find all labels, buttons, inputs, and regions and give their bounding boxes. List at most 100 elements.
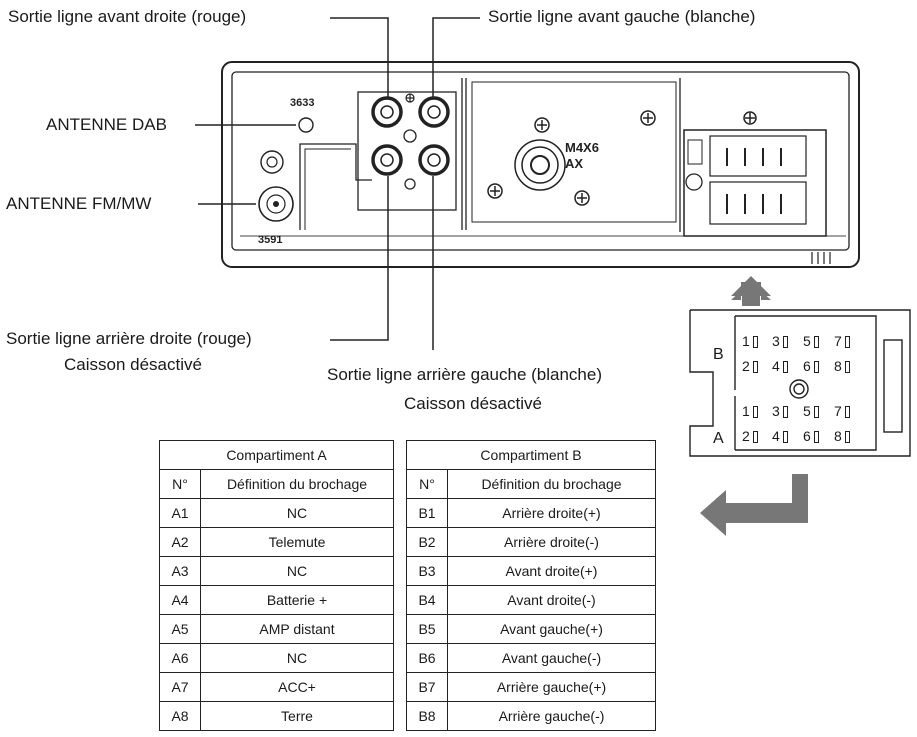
table-b-col-num: N°: [406, 469, 448, 499]
table-a-title: Compartiment A: [159, 440, 394, 470]
pin-definition: Telemute: [200, 527, 394, 557]
pin-number: B2: [406, 527, 448, 557]
connector-pin-number: 4: [772, 358, 780, 374]
pin-slot-icon: [753, 431, 758, 443]
arrow-left-icon: [700, 474, 808, 536]
connector-pin-number: 6: [803, 428, 811, 444]
pin-slot-icon: [814, 431, 819, 443]
unit-housing: [221, 61, 860, 268]
pin-number: B4: [406, 585, 448, 615]
connector-pin-number: 2: [742, 358, 750, 374]
unit-inner-frame: [231, 71, 850, 251]
pin-definition: Avant droite(-): [447, 585, 656, 615]
table-compartment-b: Compartiment B N° Définition du brochage…: [406, 440, 656, 731]
table-b-col-def: Définition du brochage: [447, 469, 656, 499]
connector-pin-number: 3: [772, 333, 780, 349]
table-a-col-num: N°: [159, 469, 201, 499]
block-a-letter: A: [713, 430, 724, 447]
label-fm: ANTENNE FM/MW: [6, 194, 152, 213]
pin-definition: AMP distant: [200, 614, 394, 644]
table-b-title: Compartiment B: [406, 440, 656, 470]
connector-pin-number: 7: [834, 333, 842, 349]
pin-slot-icon: [783, 336, 788, 348]
pin-definition: Arrière droite(-): [447, 527, 656, 557]
pin-number: A6: [159, 643, 201, 673]
pin-slot-icon: [845, 361, 850, 373]
pin-slot-icon: [814, 361, 819, 373]
pin-definition: ACC+: [200, 672, 394, 702]
connector-pin-number: 1: [742, 403, 750, 419]
connector-pin-number: 1: [742, 333, 750, 349]
screw-icons: [487, 110, 757, 206]
pin-definition: NC: [200, 498, 394, 528]
pin-definition: NC: [200, 556, 394, 586]
connector-pin-number: 8: [834, 358, 842, 374]
rca-block: [357, 91, 457, 211]
pin-number: A3: [159, 556, 201, 586]
pin-number: B6: [406, 643, 448, 673]
dab-antenna-jack: [298, 117, 314, 133]
pin-number: A4: [159, 585, 201, 615]
label-front-left: Sortie ligne avant gauche (blanche): [488, 7, 756, 26]
pin-slot-icon: [814, 336, 819, 348]
pin-number: B1: [406, 498, 448, 528]
connector-pin-number: 8: [834, 428, 842, 444]
connector-pin-number: 6: [803, 358, 811, 374]
connector-pin-number: 5: [803, 333, 811, 349]
pin-slot-icon: [783, 406, 788, 418]
label-front-right: Sortie ligne avant droite (rouge): [8, 7, 247, 26]
pin-slot-icon: [845, 336, 850, 348]
pin-definition: Arrière droite(+): [447, 498, 656, 528]
callout-lines: [195, 17, 480, 350]
table-a-col-def: Définition du brochage: [200, 469, 394, 499]
pin-definition: Arrière gauche(-): [447, 701, 656, 731]
pin-definition: Terre: [200, 701, 394, 731]
pin-slot-icon: [753, 336, 758, 348]
iso-connector: [683, 129, 827, 237]
pin-slot-icon: [845, 406, 850, 418]
pin-number: A8: [159, 701, 201, 731]
connector-pin-number: 7: [834, 403, 842, 419]
connector-pin-number: 5: [803, 403, 811, 419]
label-rear-right: Sortie ligne arrière droite (rouge): [6, 329, 252, 348]
pin-number: B8: [406, 701, 448, 731]
pin-slot-icon: [753, 406, 758, 418]
fm-antenna-jack: [258, 186, 294, 222]
pin-number: B5: [406, 614, 448, 644]
pin-definition: Arrière gauche(+): [447, 672, 656, 702]
small-jack: [260, 150, 284, 174]
screw-marking-2: AX: [565, 156, 583, 171]
pin-slot-icon: [845, 431, 850, 443]
connector-face: [689, 309, 911, 457]
pin-slot-icon: [753, 361, 758, 373]
pin-number: A2: [159, 527, 201, 557]
pin-number: A7: [159, 672, 201, 702]
pin-definition: Batterie +: [200, 585, 394, 615]
pin-slot-icon: [783, 361, 788, 373]
label-rear-left: Sortie ligne arrière gauche (blanche): [327, 365, 602, 384]
label-rear-left-sub: Caisson désactivé: [404, 394, 542, 413]
pin-definition: NC: [200, 643, 394, 673]
pin-number: B3: [406, 556, 448, 586]
connector-pin-number: 4: [772, 428, 780, 444]
block-b-letter: B: [713, 346, 724, 363]
connector-pin-number: 3: [772, 403, 780, 419]
pin-definition: Avant droite(+): [447, 556, 656, 586]
rca-jacks: [371, 96, 450, 190]
pin-number: A5: [159, 614, 201, 644]
